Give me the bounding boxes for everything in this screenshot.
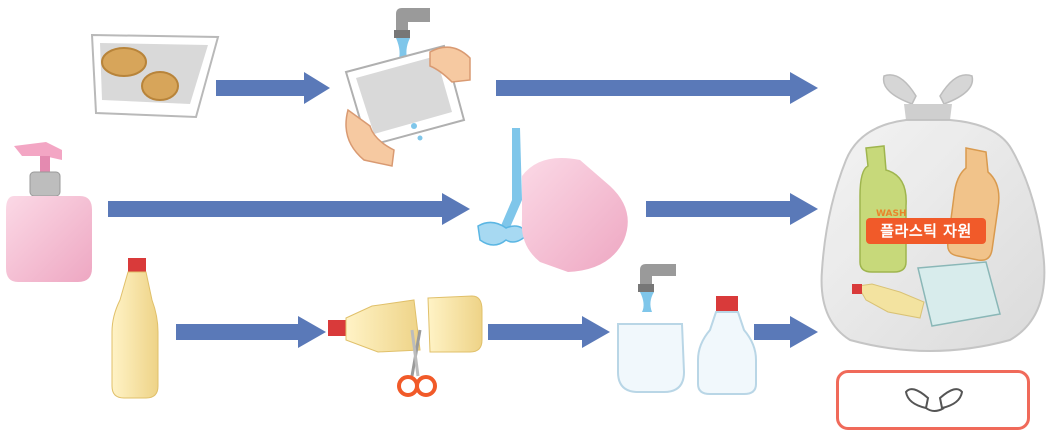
recycling-diagram: WASH xyxy=(6,8,1046,417)
arrow-2 xyxy=(496,72,818,104)
cut-bottle-icon xyxy=(328,295,483,353)
scissors-icon xyxy=(397,329,437,397)
arrow-6 xyxy=(488,316,610,348)
pump-bottle-icon xyxy=(6,142,92,282)
arrow-5 xyxy=(176,316,326,348)
arrow-3 xyxy=(108,193,470,225)
overlay xyxy=(904,388,964,412)
washing-tray-icon xyxy=(344,8,471,167)
clean-bottle-icon xyxy=(617,296,757,395)
dirty-tray-icon xyxy=(90,33,220,119)
faucet-icon xyxy=(638,264,676,312)
arrow-4 xyxy=(646,193,818,225)
bag-label: 플라스틱 자원 xyxy=(866,218,986,244)
arrow-1 xyxy=(216,72,330,104)
mayo-bottle-icon xyxy=(111,258,159,399)
bottle-label: WASH xyxy=(876,209,907,219)
bag-tie-icon-overlay xyxy=(904,388,964,412)
arrow-7 xyxy=(754,316,818,348)
rinse-bottle-icon xyxy=(477,128,628,272)
